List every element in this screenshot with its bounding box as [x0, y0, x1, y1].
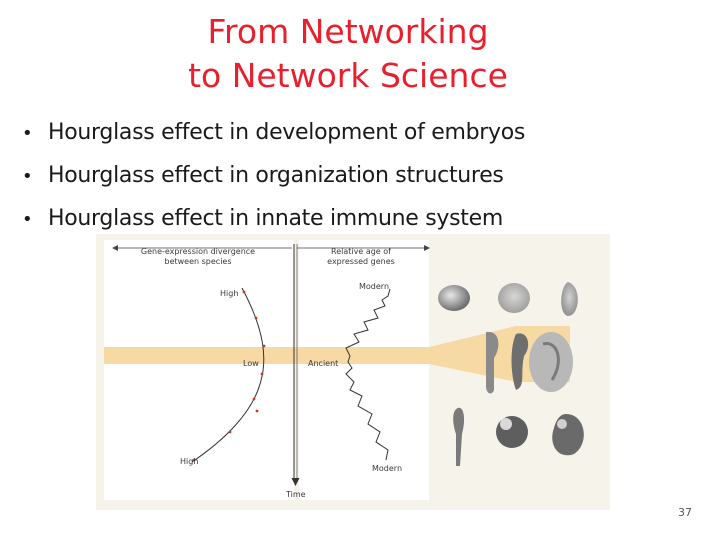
bullet-dot-icon: •	[22, 166, 33, 187]
left-high-bottom-label: High	[180, 457, 198, 466]
hourglass-figure: Gene-expression divergence between speci…	[96, 234, 610, 510]
title-line-2: to Network Science	[188, 56, 508, 95]
left-arrow-icon	[112, 245, 118, 251]
embryo-blastula-icon	[498, 283, 530, 313]
title-line-1: From Networking	[207, 12, 489, 51]
embryo-detail	[542, 342, 560, 381]
embryo-gastrula-icon	[561, 282, 578, 316]
down-arrow-icon	[291, 478, 300, 486]
right-header-line-1: Relative age of	[331, 247, 391, 256]
bullet-list: • Hourglass effect in development of embr…	[22, 112, 525, 241]
left-high-top-label: High	[220, 289, 238, 298]
bullet-text: Hourglass effect in innate immune system	[48, 206, 503, 231]
data-point	[192, 458, 196, 462]
hourglass-band	[104, 326, 570, 382]
bullet-text: Hourglass effect in development of embry…	[48, 120, 526, 145]
data-point	[262, 344, 266, 348]
embryo-fish-larva-icon	[453, 407, 465, 466]
data-point	[254, 316, 258, 320]
gene-age-curve	[345, 288, 391, 461]
slide-title: From Networking to Network Science	[0, 10, 696, 98]
bullet-item: • Hourglass effect in development of embr…	[22, 112, 525, 155]
right-arrow-icon	[424, 245, 430, 251]
embryo-early-icon	[438, 285, 470, 311]
right-header-line-2: expressed genes	[327, 257, 395, 266]
page-number: 37	[678, 506, 692, 519]
data-point	[260, 372, 264, 376]
embryo-late-mammal-icon	[552, 414, 584, 456]
data-point	[252, 397, 256, 401]
left-low-label: Low	[243, 359, 259, 368]
data-point	[228, 430, 232, 434]
right-modern-top-label: Modern	[359, 282, 389, 291]
left-header-line-2: between species	[164, 257, 231, 266]
time-axis-label: Time	[285, 490, 306, 499]
right-panel	[299, 240, 429, 500]
bullet-item: • Hourglass effect in organization struct…	[22, 155, 525, 198]
bullet-dot-icon: •	[22, 209, 33, 230]
embryo-eye-detail	[557, 419, 567, 429]
bullet-item: • Hourglass effect in innate immune syste…	[22, 198, 525, 241]
data-point	[242, 290, 246, 294]
embryo-pharyngula-icon	[511, 333, 529, 390]
hourglass-diagram: Gene-expression divergence between speci…	[104, 240, 584, 500]
left-panel	[104, 240, 294, 500]
data-point	[255, 409, 259, 413]
bullet-dot-icon: •	[22, 123, 33, 144]
embryo-mammal-phylotypic-icon	[529, 332, 573, 392]
embryo-tailbud-icon	[486, 331, 499, 394]
right-ancient-label: Ancient	[308, 359, 338, 368]
left-header-line-1: Gene-expression divergence	[141, 247, 255, 256]
embryo-late-chick-icon	[496, 416, 528, 448]
embryo-eye-detail	[500, 418, 512, 430]
bullet-text: Hourglass effect in organization structu…	[48, 163, 504, 188]
divergence-curve	[191, 287, 265, 463]
right-modern-bottom-label: Modern	[372, 464, 402, 473]
